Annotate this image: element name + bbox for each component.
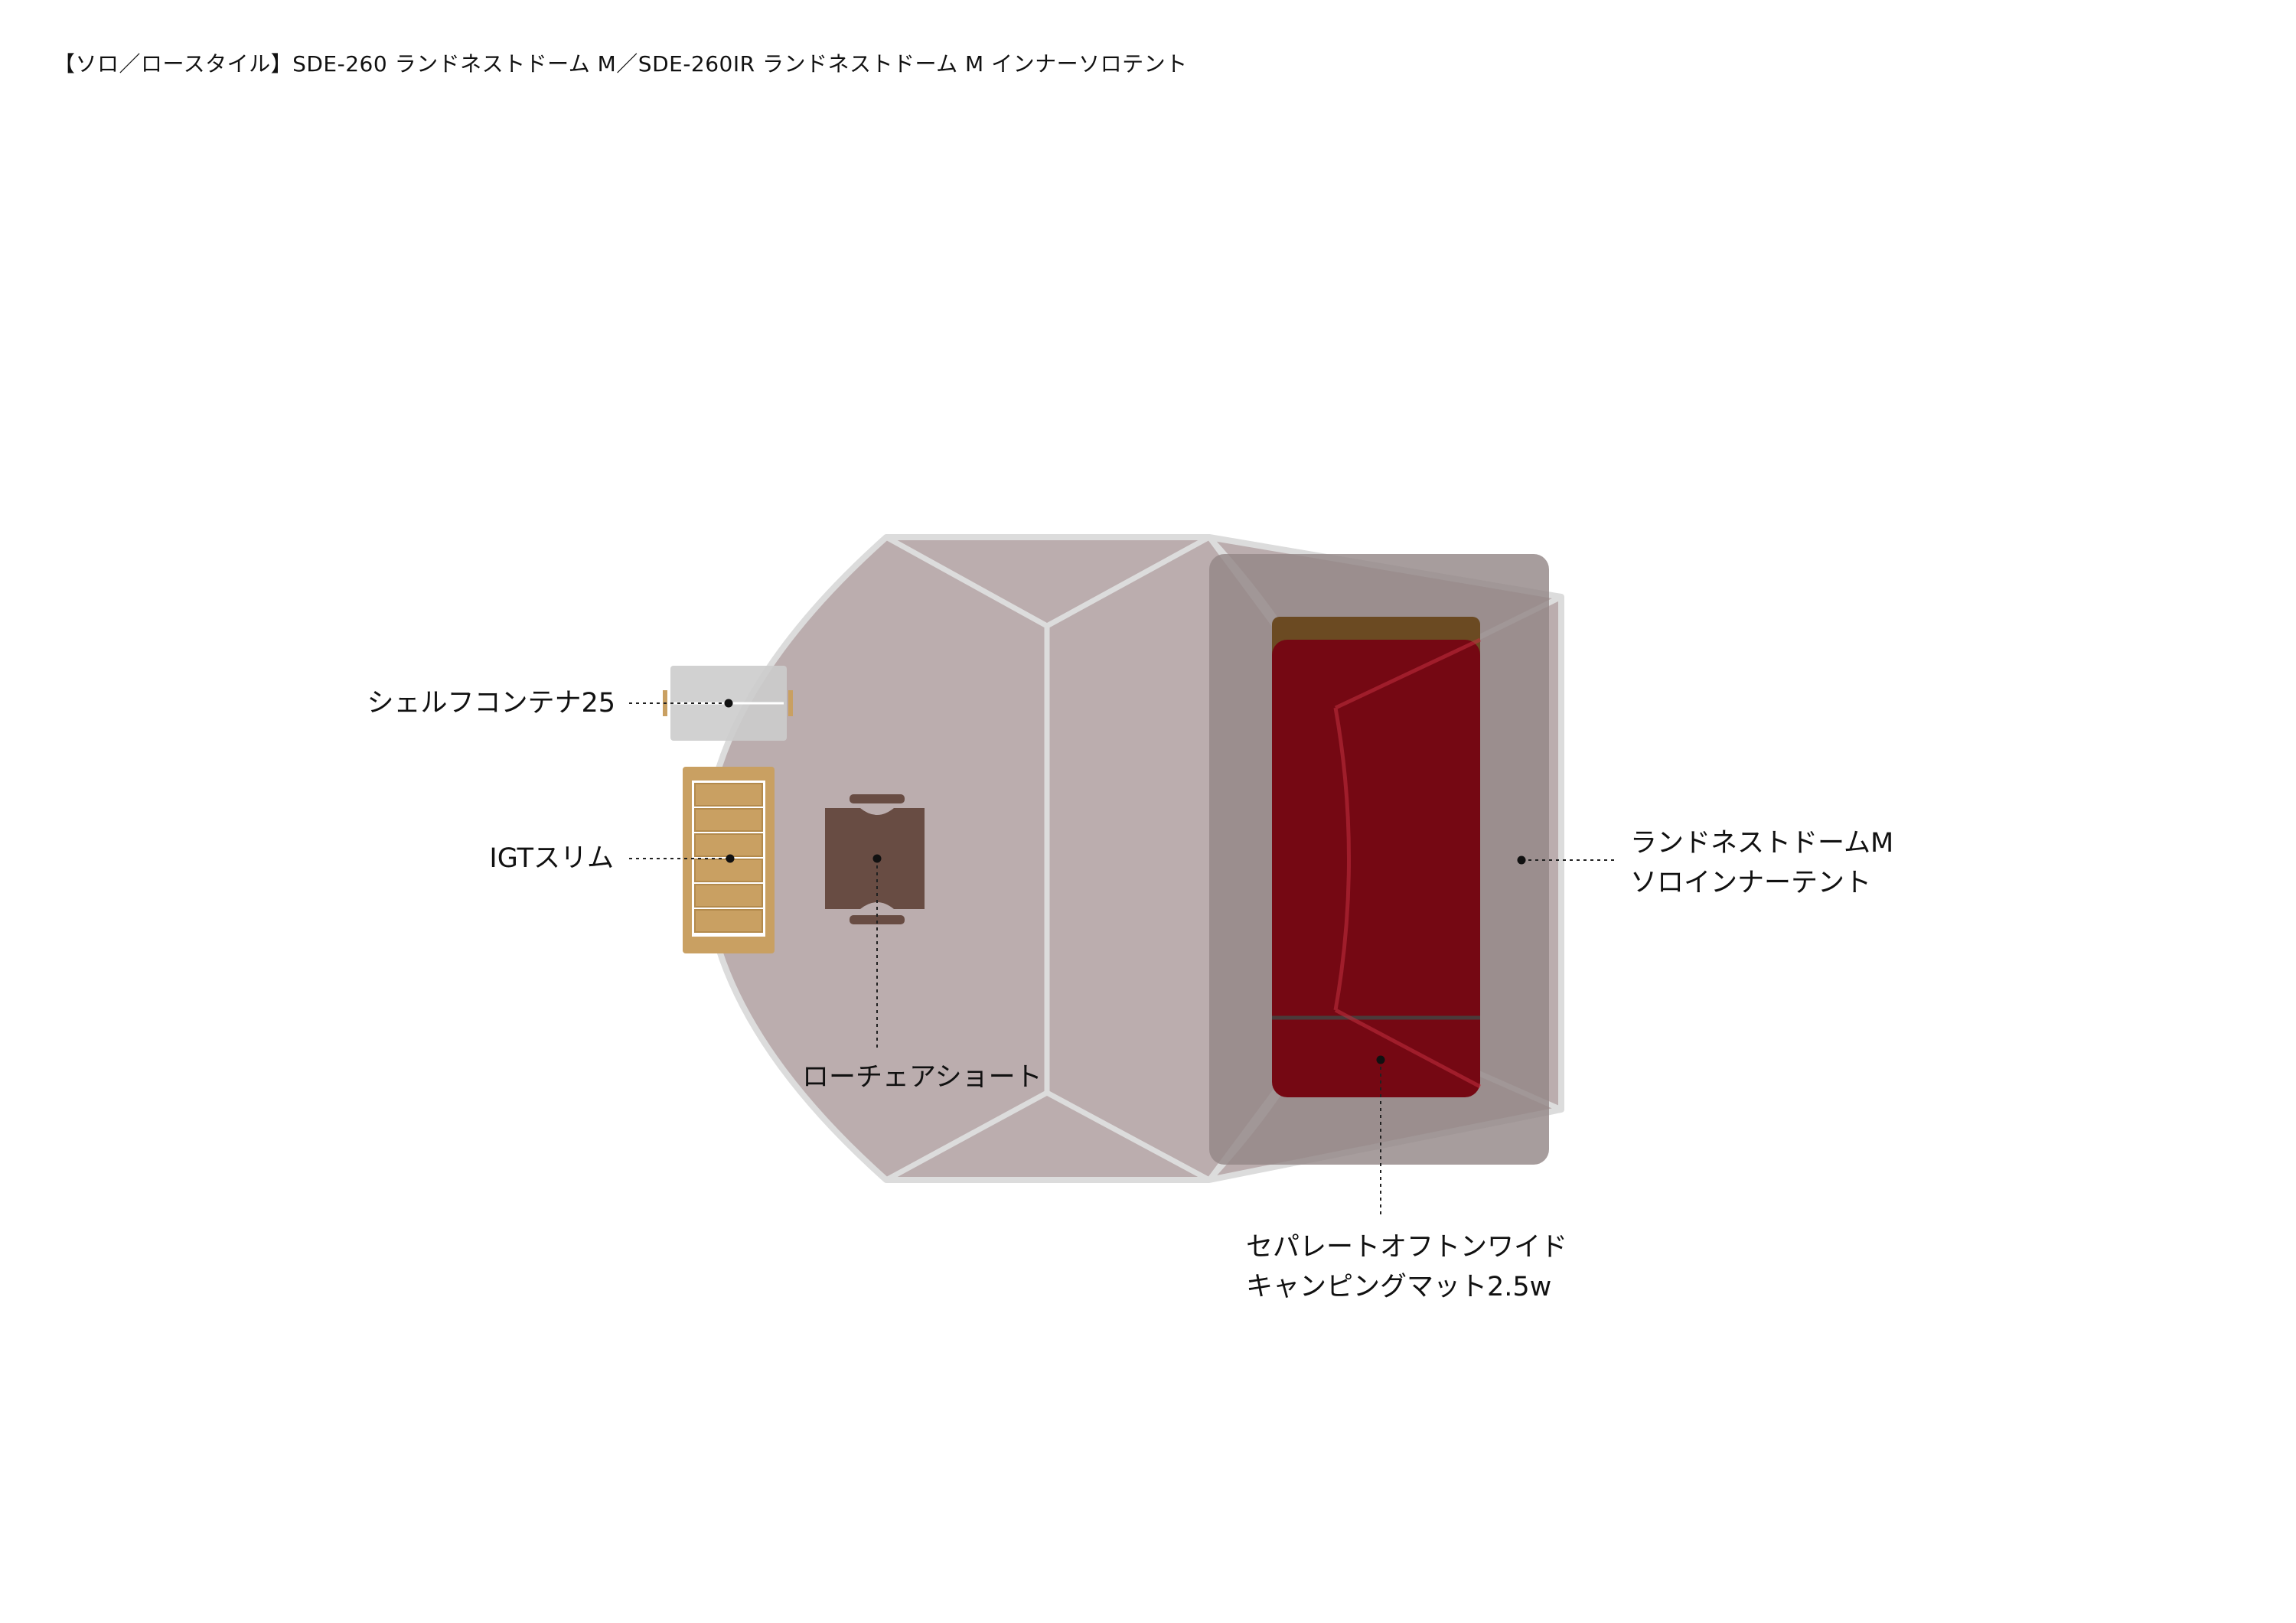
leader-dots xyxy=(724,699,1526,1064)
igt-slats xyxy=(694,783,763,933)
label-low-chair: ローチェアショート xyxy=(802,1062,1042,1093)
label-inner-tent: ランドネストドームM ソロインナーテント xyxy=(1630,828,1894,898)
shelf-handle-right xyxy=(788,690,793,716)
chair-bottom-bar xyxy=(850,915,905,924)
camping-mat xyxy=(1272,617,1480,1097)
frame-overlay xyxy=(1333,637,1482,1089)
label-camping-mat: セパレートオフトンワイド キャンピングマット2.5w xyxy=(1246,1232,1568,1302)
label-igt-slim: IGTスリム xyxy=(489,843,614,874)
leader-lines xyxy=(629,702,1615,1217)
mat-body xyxy=(1272,640,1480,1097)
chair-top-bar xyxy=(850,794,905,803)
label-shelf-container: シェルフコンテナ25 xyxy=(367,688,615,719)
page-title: 【ソロ／ロースタイル】SDE-260 ランドネストドーム M／SDE-260IR… xyxy=(54,51,1188,77)
